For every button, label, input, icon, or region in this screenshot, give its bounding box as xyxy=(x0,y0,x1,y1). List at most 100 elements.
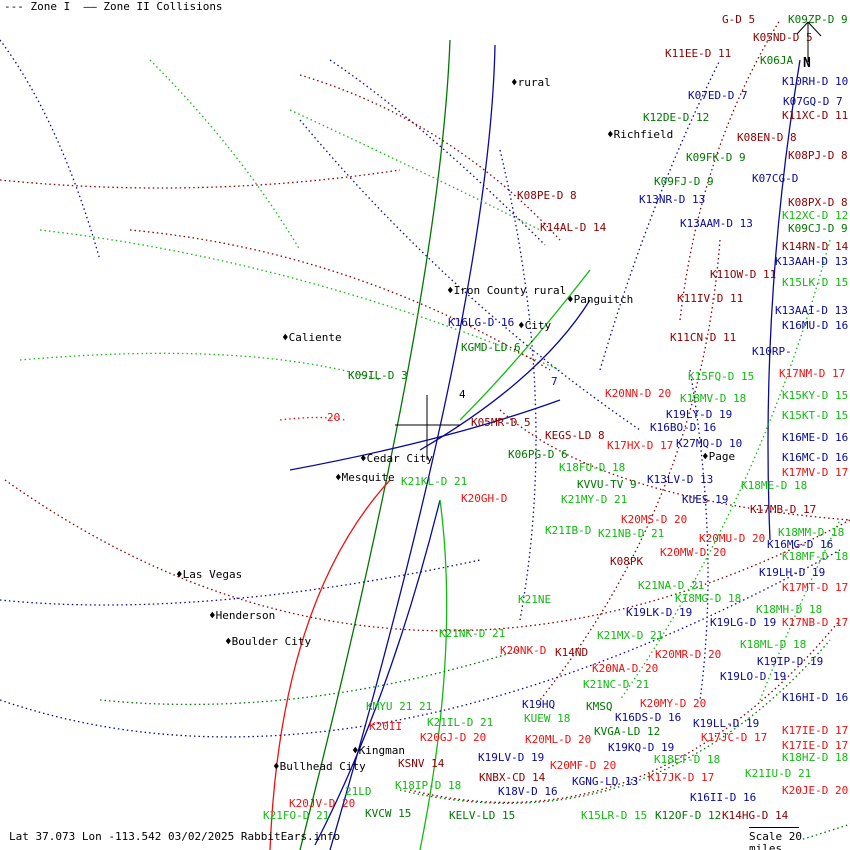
station-label[interactable]: KUEW 18 xyxy=(524,712,571,725)
station-label[interactable]: K14AL-D 14 xyxy=(540,221,607,234)
station-label[interactable]: K16MG-D 16 xyxy=(767,538,834,551)
station-label[interactable]: K20MR-D 20 xyxy=(655,648,722,661)
station-label[interactable]: K08EN-D 8 xyxy=(737,131,797,144)
station-label[interactable]: K21KL-D 21 xyxy=(401,475,468,488)
station-label[interactable]: KNBX-CD 14 xyxy=(479,771,546,784)
station-label[interactable]: K14ND xyxy=(555,646,589,659)
station-label[interactable]: 4 xyxy=(459,388,466,401)
station-label[interactable]: K21NC-D 21 xyxy=(583,678,650,691)
station-label[interactable]: K20MY-D 20 xyxy=(640,697,707,710)
station-label[interactable]: KVGA-LD 12 xyxy=(594,725,661,738)
station-label[interactable]: K18ET-D 18 xyxy=(654,753,721,766)
station-label[interactable]: K11XC-D 11 xyxy=(782,109,849,122)
station-label[interactable]: K21MY-D 21 xyxy=(561,493,628,506)
station-label[interactable]: K21NB-D 21 xyxy=(598,527,665,540)
station-label[interactable]: K17NM-D 17 xyxy=(779,367,846,380)
station-label[interactable]: K15LK-D 15 xyxy=(782,276,849,289)
station-label[interactable]: 20 xyxy=(327,411,341,424)
station-label[interactable]: K08PJ-D 8 xyxy=(788,149,848,162)
station-label[interactable]: K18MM-D 18 xyxy=(778,526,845,539)
station-label[interactable]: K05ND-D 5 xyxy=(753,31,813,44)
station-label[interactable]: K11OW-D 11 xyxy=(710,268,777,281)
station-label[interactable]: K18ML-D 18 xyxy=(740,638,807,651)
station-label[interactable]: G-D 5 xyxy=(722,13,756,26)
station-label[interactable]: K06PG-D 6 xyxy=(508,448,568,461)
station-label[interactable]: KUES 19 xyxy=(682,493,729,506)
station-label[interactable]: K20NN-D 20 xyxy=(605,387,672,400)
station-label[interactable]: K20NK-D xyxy=(500,644,547,657)
station-label[interactable]: K18FU-D 18 xyxy=(559,461,626,474)
station-label[interactable]: K20ML-D 20 xyxy=(525,733,592,746)
station-label[interactable]: K18MF-D 18 xyxy=(782,550,849,563)
station-label[interactable]: K12OF-D 12 xyxy=(655,809,722,822)
station-label[interactable]: KVVU-TV 9 xyxy=(577,478,637,491)
station-label[interactable]: K19LH-D 19 xyxy=(759,566,826,579)
station-label[interactable]: K10RH-D 10 xyxy=(782,75,849,88)
station-label[interactable]: K19IP-D 19 xyxy=(757,655,824,668)
station-label[interactable]: K13LV-D 13 xyxy=(647,473,714,486)
station-label[interactable]: K09FJ-D 9 xyxy=(654,175,714,188)
station-label[interactable]: K20JE-D 20 xyxy=(782,784,849,797)
station-label[interactable]: KEGS-LD 8 xyxy=(545,429,605,442)
station-label[interactable]: K15FQ-D 15 xyxy=(688,370,755,383)
station-label[interactable]: K21IL-D 21 xyxy=(427,716,494,729)
station-label[interactable]: K09FK-D 9 xyxy=(686,151,746,164)
station-label[interactable]: KVCW 15 xyxy=(365,807,412,820)
station-label[interactable]: K05MR-D 5 xyxy=(471,416,531,429)
station-label[interactable]: K17NB-D 17 xyxy=(782,616,849,629)
station-label[interactable]: K13AAI-D 13 xyxy=(775,304,848,317)
station-label[interactable]: K21IB-D xyxy=(545,524,592,537)
station-label[interactable]: K18IP-D 18 xyxy=(395,779,462,792)
station-label[interactable]: K18MV-D 18 xyxy=(680,392,747,405)
station-label[interactable]: K16ME-D 16 xyxy=(782,431,849,444)
station-label[interactable]: K20NA-D 20 xyxy=(592,662,659,675)
station-label[interactable]: K18V-D 16 xyxy=(498,785,558,798)
station-label[interactable]: K09ZP-D 9 xyxy=(788,13,848,26)
station-label[interactable]: K20II xyxy=(369,720,403,733)
station-label[interactable]: K18ME-D 18 xyxy=(741,479,808,492)
station-label[interactable]: K08PE-D 8 xyxy=(517,189,577,202)
station-label[interactable]: K20MW-D 20 xyxy=(660,546,727,559)
station-label[interactable]: K11EE-D 11 xyxy=(665,47,732,60)
station-label[interactable]: K09IL-D 3 xyxy=(348,369,408,382)
station-label[interactable]: K17IE-D 17 xyxy=(782,724,849,737)
station-label[interactable]: K19LL-D 19 xyxy=(693,717,760,730)
station-label[interactable]: K17HX-D 17 xyxy=(607,439,674,452)
station-label[interactable]: K16MC-D 16 xyxy=(782,451,849,464)
station-label[interactable]: K09CJ-D 9 xyxy=(788,222,848,235)
station-label[interactable]: K19KQ-D 19 xyxy=(608,741,675,754)
station-label[interactable]: K16II-D 16 xyxy=(690,791,757,804)
station-label[interactable]: K07CG-D xyxy=(752,172,799,185)
station-label[interactable]: K13AAH-D 13 xyxy=(775,255,848,268)
station-label[interactable]: K15KY-D 15 xyxy=(782,389,849,402)
station-label[interactable]: K19LY-D 19 xyxy=(666,408,733,421)
station-label[interactable]: K11CN-D 11 xyxy=(670,331,737,344)
station-label[interactable]: K21FO-D 21 xyxy=(263,809,330,822)
station-label[interactable]: K12XC-D 12 xyxy=(782,209,849,222)
station-label[interactable]: K20GJ-D 20 xyxy=(420,731,487,744)
station-label[interactable]: K21NK-D 21 xyxy=(439,627,506,640)
station-label[interactable]: K16MU-D 16 xyxy=(782,319,849,332)
station-label[interactable]: K14HG-D 14 xyxy=(722,809,789,822)
station-label[interactable]: K19LO-D 19 xyxy=(720,670,787,683)
station-label[interactable]: KGNG-LD 13 xyxy=(572,775,639,788)
station-label[interactable]: K17MT-D 17 xyxy=(782,581,849,594)
station-label[interactable]: K20GH-D xyxy=(461,492,508,505)
station-label[interactable]: K18MH-D 18 xyxy=(756,603,823,616)
station-label[interactable]: K20JV-D 20 xyxy=(289,797,356,810)
station-label[interactable]: K11IV-D 11 xyxy=(677,292,744,305)
station-label[interactable]: K21IU-D 21 xyxy=(745,767,812,780)
station-label[interactable]: K18MG-D 18 xyxy=(675,592,742,605)
station-label[interactable]: K13AAM-D 13 xyxy=(680,217,753,230)
station-label[interactable]: K20MF-D 20 xyxy=(550,759,617,772)
station-label[interactable]: K08PX-D 8 xyxy=(788,196,848,209)
station-label[interactable]: KMYU 21 21 xyxy=(366,700,433,713)
station-label[interactable]: K17JK-D 17 xyxy=(648,771,715,784)
station-label[interactable]: K16BO-D 16 xyxy=(650,421,717,434)
station-label[interactable]: K27MQ-D 10 xyxy=(676,437,743,450)
station-label[interactable]: K13NR-D 13 xyxy=(639,193,706,206)
station-label[interactable]: K17MV-D 17 xyxy=(782,466,849,479)
station-label[interactable]: K08PK xyxy=(610,555,644,568)
station-label[interactable]: K21NE xyxy=(518,593,552,606)
station-label[interactable]: K14RN-D 14 xyxy=(782,240,849,253)
